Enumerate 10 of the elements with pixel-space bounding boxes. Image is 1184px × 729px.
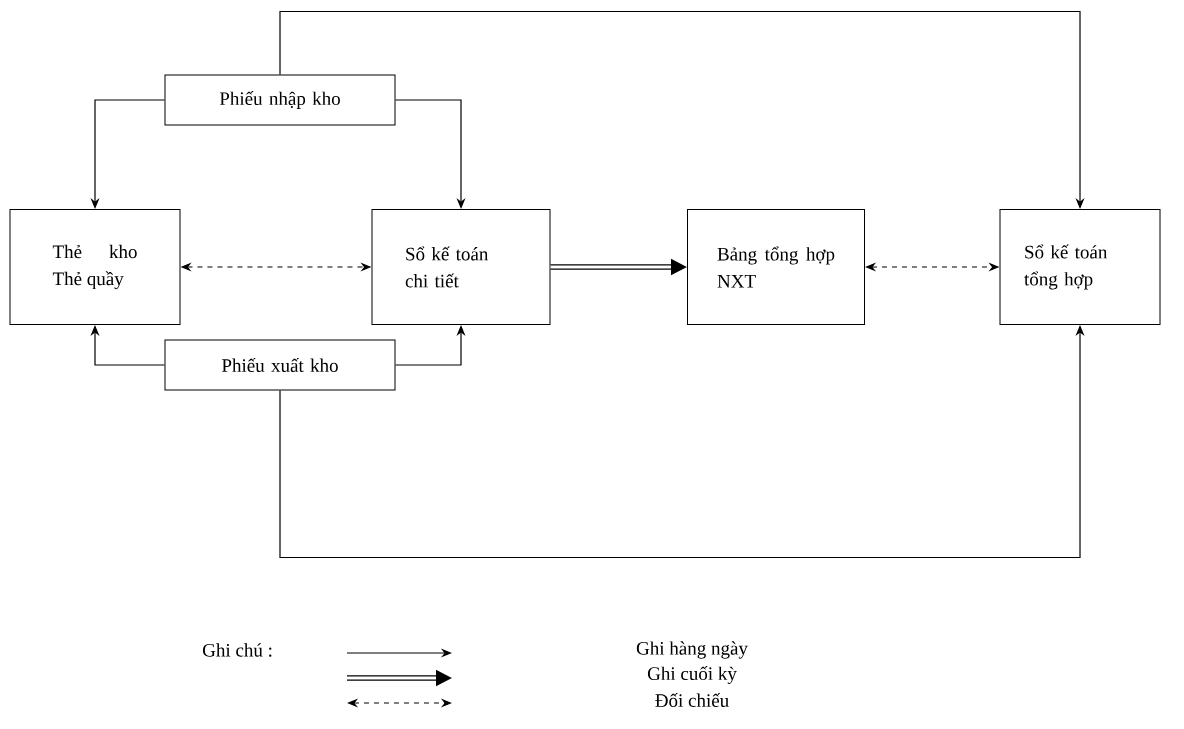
note-label: Ghi chú :	[203, 643, 272, 657]
legend-label: Đối chiếu	[655, 693, 729, 707]
process-box: Phiếu nhập kho	[164, 74, 396, 126]
legend-label: Ghi hàng ngày	[636, 641, 748, 659]
legend-label: Ghi cuối kỳ	[647, 666, 737, 684]
process-box: Thẻ kho Thẻ quầy	[9, 209, 181, 325]
process-box: Phiếu xuất kho	[164, 339, 396, 391]
process-box: Sổ kế toán chi tiết	[371, 209, 551, 325]
process-box: Sổ kế toán tổng hợp	[999, 209, 1161, 325]
process-box: Bảng tổng hợp NXT	[687, 209, 865, 325]
